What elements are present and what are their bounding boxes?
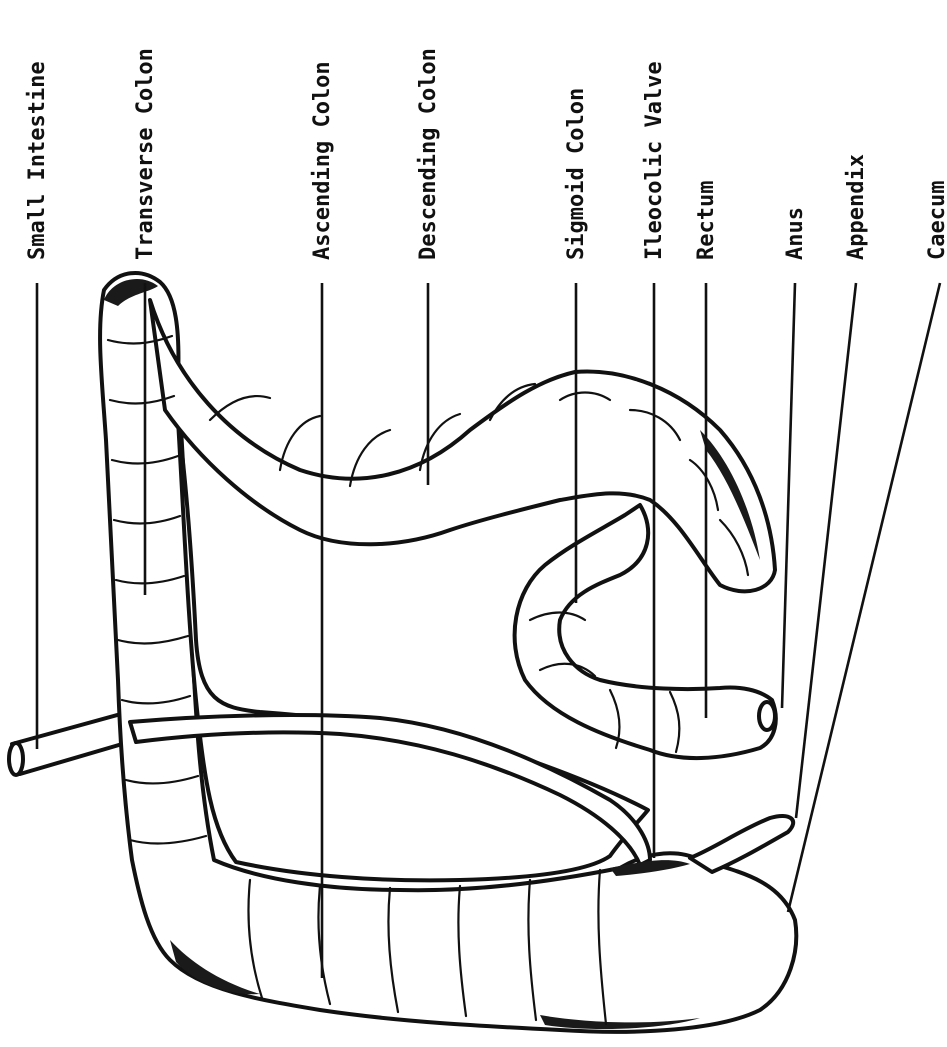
small-intestine-tube: [9, 712, 136, 775]
labels: Small Intestine Transverse Colon Ascendi…: [25, 48, 947, 260]
anus-ring: [759, 702, 775, 730]
label-anus: Anus: [783, 207, 808, 260]
label-ascending-colon: Ascending Colon: [310, 61, 335, 260]
label-appendix: Appendix: [844, 154, 869, 260]
colon-left-and-bottom: [100, 273, 796, 1032]
label-caecum: Caecum: [925, 181, 947, 260]
label-small-intestine: Small Intestine: [25, 61, 50, 260]
label-rectum: Rectum: [694, 181, 719, 260]
label-descending-colon: Descending Colon: [416, 48, 441, 260]
label-transverse-colon: Transverse Colon: [133, 48, 158, 260]
leader-caecum: [788, 283, 940, 912]
appendix-tube: [690, 816, 793, 872]
colon-illustration: [9, 273, 796, 1032]
label-ileocolic-valve: Ileocolic Valve: [642, 61, 667, 260]
leader-anus: [782, 283, 795, 708]
leader-appendix: [796, 283, 856, 818]
descending-colon-tube: [150, 300, 775, 591]
label-sigmoid-colon: Sigmoid Colon: [564, 88, 589, 260]
